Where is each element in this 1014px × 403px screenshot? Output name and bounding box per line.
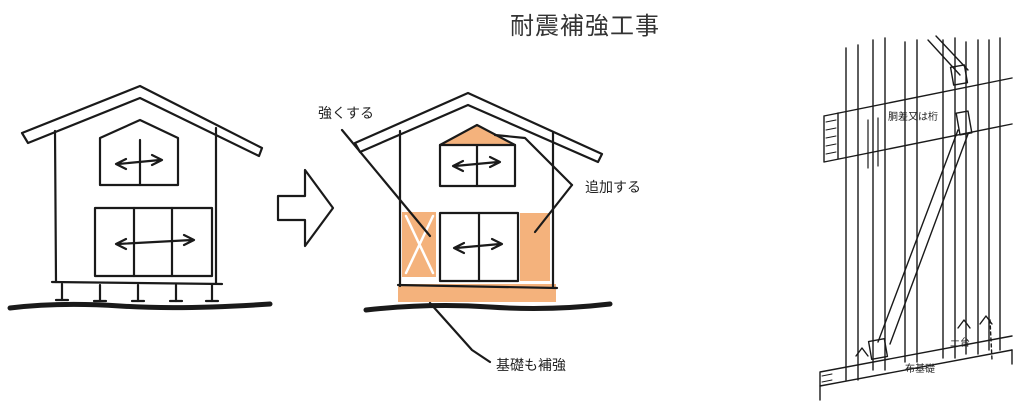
detail-label-sill: 土台 (950, 336, 970, 349)
ground (7, 301, 273, 311)
leader-add-wall (533, 183, 574, 234)
leader-add-gable (493, 133, 574, 187)
framing-detail (819, 35, 1013, 401)
upper-arrow (451, 155, 502, 173)
stilts (60, 282, 214, 303)
beam (823, 77, 1013, 163)
page-title: 耐震補強工事 (510, 12, 660, 40)
upper-window (438, 123, 517, 188)
upper-window (98, 118, 180, 187)
lower-arrow (114, 233, 196, 251)
floor-line (396, 283, 559, 290)
leader-foundation (428, 301, 492, 364)
foundation-fill (398, 284, 556, 302)
sill (819, 335, 1013, 387)
label-strengthen: 強くする (318, 106, 374, 122)
detail-label-footing: 布基礎 (905, 362, 935, 375)
lower-arrow (452, 237, 504, 255)
wall-left (53, 129, 58, 284)
upper-arrow (114, 153, 164, 171)
footing (819, 349, 1013, 401)
house-after (340, 91, 613, 364)
roof (20, 84, 264, 158)
ground (363, 301, 613, 313)
gable-fill (440, 125, 515, 145)
house-before (7, 84, 273, 311)
label-add: 追加する (585, 180, 641, 196)
detail-label-beam: 胴差又は桁 (888, 110, 938, 123)
floor-line (50, 280, 224, 286)
x-brace (404, 214, 435, 275)
lower-window (93, 206, 214, 278)
wall-panel-right (520, 213, 550, 281)
label-foundation: 基礎も補強 (496, 357, 566, 374)
leader-strengthen (340, 128, 432, 238)
brace (877, 129, 969, 345)
transition-arrow (276, 168, 335, 248)
